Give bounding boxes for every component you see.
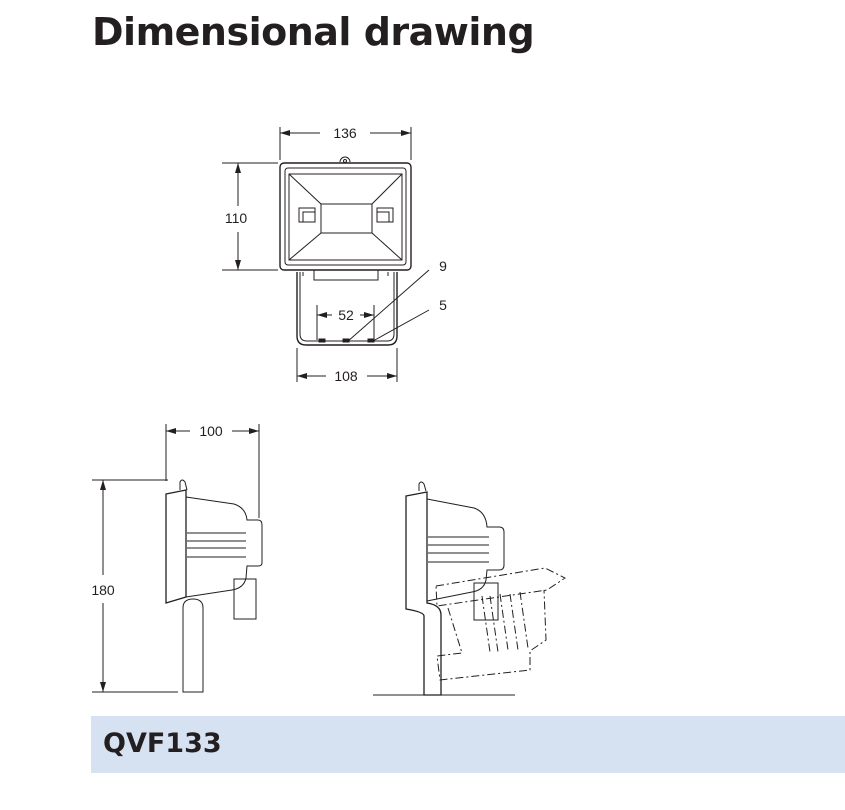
product-code: QVF133 [103,728,222,759]
dim-depth: 100 [199,423,223,439]
dim-hole-small: 5 [439,297,447,313]
dim-bracket-width: 108 [334,368,358,384]
side-view-tilt [373,481,566,696]
product-banner: QVF133 [91,716,845,773]
dim-front-width: 136 [333,125,357,141]
page-title: Dimensional drawing [92,10,535,54]
front-view [222,127,430,382]
dim-total-height: 180 [91,582,115,598]
dim-hole-large: 9 [439,258,447,274]
side-view [92,424,263,693]
dim-front-height: 110 [225,210,248,226]
dim-hole-spacing: 52 [338,307,354,323]
